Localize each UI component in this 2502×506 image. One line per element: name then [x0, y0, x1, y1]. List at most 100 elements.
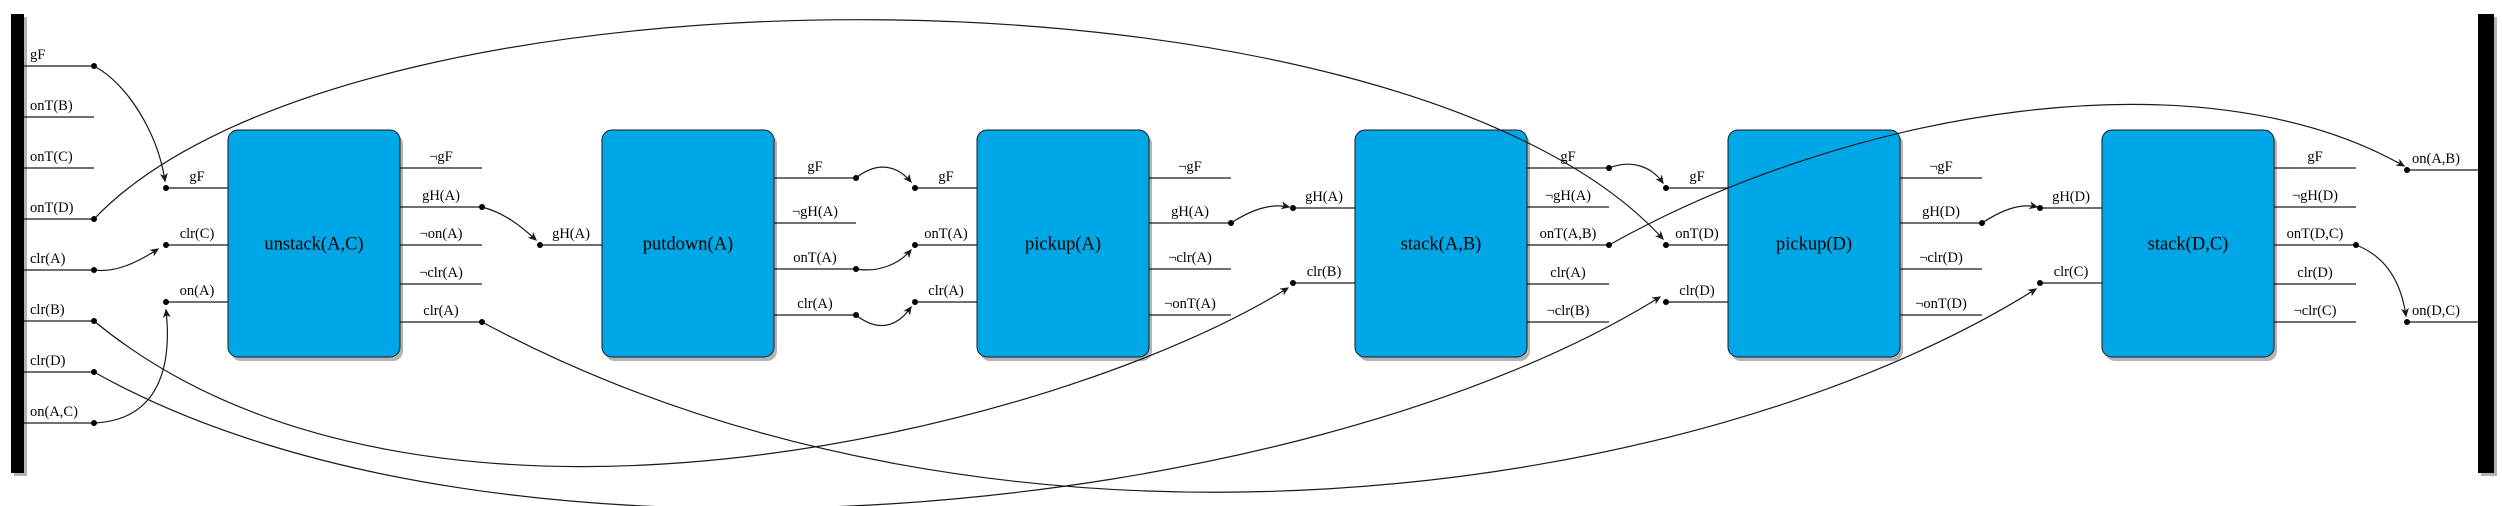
causal-link-arrow [481, 206, 537, 241]
port-dot [2404, 167, 2410, 173]
port-dot [163, 299, 169, 305]
action-input-port-label: gF [189, 169, 204, 185]
port-dot [2037, 280, 2043, 286]
causal-link-arrow [1608, 163, 1664, 185]
action-output-port-label: onT(A,B) [1540, 226, 1597, 242]
causal-link-arrow [93, 296, 1662, 506]
causal-link-arrow [1230, 201, 1291, 224]
causal-link-arrow [855, 248, 912, 271]
causal-link-arrow [1608, 103, 2406, 246]
action-input-port-label: clr(A) [928, 283, 964, 299]
action-output-port-label: ¬gF [1929, 159, 1953, 175]
action-title: unstack(A,C) [264, 235, 363, 255]
causal-link-arrow [93, 65, 168, 183]
action-title: stack(D,C) [2148, 235, 2229, 255]
causal-link-arrow [93, 308, 171, 424]
port-dot [1228, 220, 1234, 226]
action-output-port-label: clr(A) [1550, 265, 1586, 281]
port-dot [91, 420, 97, 426]
port-dot [912, 299, 918, 305]
causal-link-arrow [855, 305, 912, 327]
action-output-port-label: gF [1560, 149, 1575, 165]
causal-link-arrow [2355, 244, 2409, 318]
port-dot [1663, 299, 1669, 305]
port-dot [91, 267, 97, 273]
causal-link-arrow [855, 166, 912, 184]
port-dot [91, 63, 97, 69]
action-output-port-label: ¬gH(A) [792, 204, 838, 220]
action-output-port-label: onT(D,C) [2287, 226, 2344, 242]
initial-state-port-label: onT(C) [30, 149, 73, 165]
port-dot [912, 242, 918, 248]
action-box [2101, 129, 2275, 358]
initial-state-port-label: clr(A) [30, 251, 66, 267]
goal-state-bar [2478, 14, 2494, 473]
action-output-port-label: ¬gF [429, 149, 453, 165]
initial-state-port-label: onT(B) [30, 98, 73, 114]
port-dot [912, 185, 918, 191]
action-input-port-label: clr(C) [180, 226, 215, 242]
action-output-port-label: gH(A) [422, 188, 460, 204]
initial-state-port-label: onT(D) [30, 200, 74, 216]
action-output-port-label: ¬onT(D) [1915, 296, 1967, 312]
port-dot [853, 175, 859, 181]
port-dot [479, 204, 485, 210]
port-dot [1663, 185, 1669, 191]
action-title: putdown(A) [643, 235, 733, 255]
action-output-port-label: onT(A) [793, 250, 837, 266]
action-title: pickup(A) [1025, 235, 1101, 255]
initial-state-port-label: gF [30, 47, 45, 63]
port-dot [1606, 165, 1612, 171]
port-dot [537, 242, 543, 248]
port-dot [1290, 205, 1296, 211]
action-output-port-label: gF [2307, 149, 2322, 165]
port-dot [2037, 205, 2043, 211]
action-output-port-label: ¬gH(A) [1545, 188, 1591, 204]
initial-state-bar [11, 14, 24, 473]
action-input-port-label: clr(C) [2054, 264, 2089, 280]
action-output-port-label: gH(A) [1171, 204, 1209, 220]
action-output-port-label: ¬clr(C) [2294, 303, 2337, 319]
port-dot [1606, 242, 1612, 248]
action-title: stack(A,B) [1401, 235, 1482, 255]
port-dot [163, 185, 169, 191]
port-dot [163, 242, 169, 248]
action-output-port-label: ¬clr(B) [1547, 303, 1590, 319]
port-dot [2353, 242, 2359, 248]
port-dot [1979, 220, 1985, 226]
action-output-port-label: gH(D) [1922, 204, 1960, 220]
action-box [1354, 129, 1528, 358]
action-input-port-label: clr(D) [1679, 283, 1715, 299]
causal-link-arrow [93, 248, 160, 272]
port-dot [853, 312, 859, 318]
action-output-port-label: ¬gH(D) [2292, 188, 2338, 204]
action-input-port-label: onT(A) [924, 226, 968, 242]
port-dot [1663, 242, 1669, 248]
action-output-port-label: ¬clr(A) [419, 265, 463, 281]
port-dot [91, 318, 97, 324]
port-dot [1290, 280, 1296, 286]
action-input-port-label: on(A) [180, 283, 215, 299]
action-input-port-label: clr(B) [1307, 264, 1342, 280]
action-output-port-label: ¬onT(A) [1164, 296, 1216, 312]
port-dot [2404, 319, 2410, 325]
initial-state-port-label: on(A,C) [30, 404, 78, 420]
action-output-port-label: gF [807, 159, 822, 175]
action-box [601, 129, 775, 358]
action-box [976, 129, 1150, 358]
action-output-port-label: clr(A) [423, 303, 459, 319]
action-input-port-label: gH(A) [1305, 189, 1343, 205]
action-title: pickup(D) [1776, 235, 1852, 255]
action-output-port-label: ¬clr(A) [1168, 250, 1212, 266]
goal-state-port-label: on(D,C) [2412, 303, 2460, 319]
action-input-port-label: gF [1689, 169, 1704, 185]
action-input-port-label: gF [938, 169, 953, 185]
port-dot [91, 216, 97, 222]
action-output-port-label: clr(A) [797, 296, 833, 312]
action-output-port-label: ¬on(A) [420, 226, 463, 242]
causal-link-arrow [481, 288, 2038, 493]
action-input-port-label: gH(A) [552, 226, 590, 242]
causal-link-arrow [93, 287, 1290, 468]
